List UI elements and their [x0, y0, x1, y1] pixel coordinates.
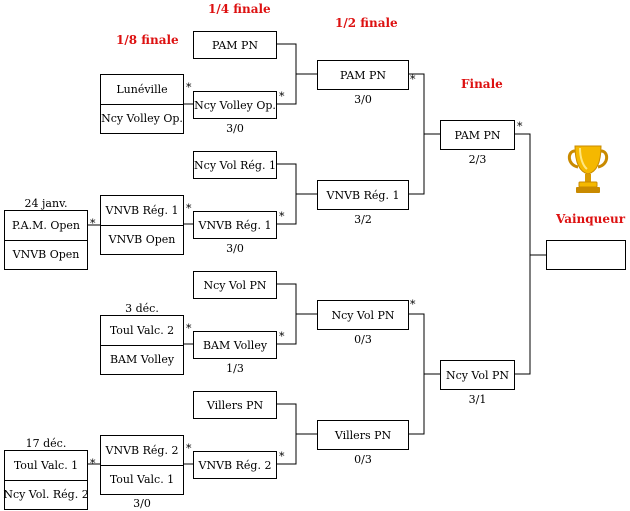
- match-score: 3/1: [468, 393, 487, 406]
- team-top: Toul Valc. 1: [5, 451, 87, 481]
- qf-team-6: BAM Volley: [193, 331, 277, 359]
- team-top: P.A.M. Open: [5, 211, 87, 241]
- advance-marker: *: [90, 457, 96, 470]
- qf-team-3: Ncy Vol Rég. 1: [193, 151, 277, 179]
- team-top: VNVB Rég. 1: [101, 196, 183, 226]
- prelim-match-2: Toul Valc. 1 Ncy Vol. Rég. 2: [3, 450, 89, 510]
- match-score: 2/3: [468, 153, 487, 166]
- prelim-match-1: P.A.M. Open VNVB Open: [4, 210, 88, 270]
- round-title-sf: 1/2 finale: [335, 16, 398, 30]
- r16-match-3: Toul Valc. 2 BAM Volley: [100, 315, 184, 375]
- qf-team-1: PAM PN: [193, 31, 277, 59]
- advance-marker: *: [186, 322, 192, 335]
- advance-marker: *: [186, 81, 192, 94]
- sf-team-4: Villers PN: [317, 420, 409, 450]
- final-team-1: PAM PN: [440, 120, 515, 150]
- sf-team-3: Ncy Vol PN: [317, 300, 409, 330]
- sf-team-1: PAM PN: [317, 60, 409, 90]
- qf-team-7: Villers PN: [193, 391, 277, 419]
- match-date: 3 déc.: [125, 302, 159, 315]
- qf-team-8: VNVB Rég. 2: [193, 451, 277, 479]
- qf-team-4: VNVB Rég. 1: [193, 211, 277, 239]
- match-score: 3/0: [226, 242, 244, 255]
- sf-team-2: VNVB Rég. 1: [317, 180, 409, 210]
- advance-marker: *: [279, 450, 285, 463]
- team-top: VNVB Rég. 2: [101, 436, 183, 466]
- trophy-icon: [567, 145, 609, 193]
- match-score: 3/2: [354, 213, 372, 226]
- team-bottom: Ncy Vol. Rég. 2: [3, 488, 89, 501]
- team-top: Toul Valc. 2: [101, 316, 183, 346]
- advance-marker: *: [279, 90, 285, 103]
- match-date: 17 déc.: [25, 437, 67, 450]
- final-team-2: Ncy Vol PN: [440, 360, 515, 390]
- advance-marker: *: [279, 210, 285, 223]
- team-bottom: BAM Volley: [109, 353, 175, 366]
- advance-marker: *: [410, 298, 416, 311]
- team-top: Lunéville: [101, 75, 183, 105]
- r16-match-2: VNVB Rég. 1 VNVB Open: [100, 195, 184, 255]
- advance-marker: *: [517, 120, 523, 133]
- match-score: 3/0: [133, 497, 151, 510]
- r16-match-1: Lunéville Ncy Volley Op.: [100, 74, 184, 134]
- advance-marker: *: [90, 217, 96, 230]
- qf-team-2: Ncy Volley Op.: [193, 91, 277, 119]
- advance-marker: *: [279, 330, 285, 343]
- advance-marker: *: [410, 73, 416, 86]
- match-score: 3/0: [226, 122, 244, 135]
- round-title-final: Finale: [461, 77, 503, 91]
- match-score: 0/3: [354, 333, 372, 346]
- round-title-winner: Vainqueur: [556, 212, 626, 226]
- r16-match-4: VNVB Rég. 2 Toul Valc. 1: [100, 435, 184, 495]
- match-score: 1/3: [226, 362, 244, 375]
- team-bottom: VNVB Open: [108, 233, 176, 246]
- advance-marker: *: [186, 202, 192, 215]
- winner-box: [546, 240, 626, 270]
- match-score: 3/0: [354, 93, 372, 106]
- team-bottom: Ncy Volley Op.: [101, 112, 183, 125]
- qf-team-5: Ncy Vol PN: [193, 271, 277, 299]
- advance-marker: *: [186, 442, 192, 455]
- match-date: 24 janv.: [24, 197, 68, 210]
- round-title-qf: 1/4 finale: [208, 2, 271, 16]
- team-bottom: Toul Valc. 1: [109, 473, 175, 486]
- team-bottom: VNVB Open: [12, 248, 80, 261]
- round-title-r16: 1/8 finale: [116, 33, 179, 47]
- match-score: 0/3: [354, 453, 372, 466]
